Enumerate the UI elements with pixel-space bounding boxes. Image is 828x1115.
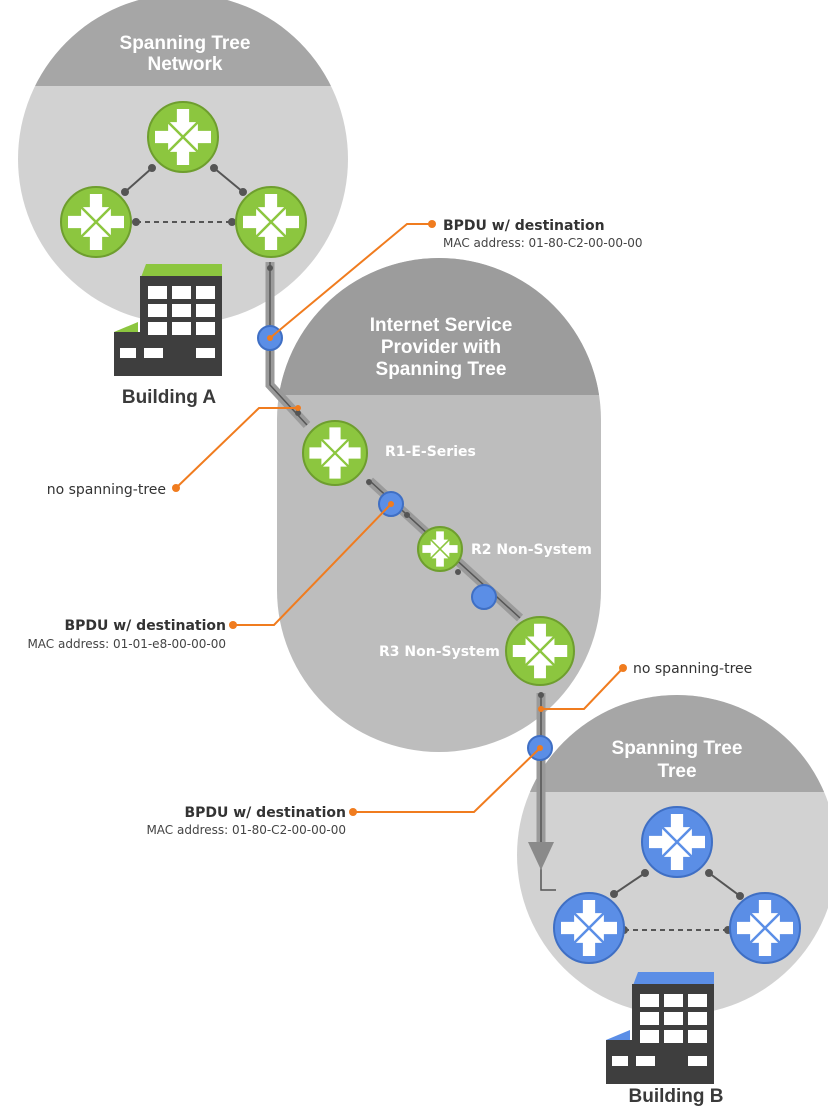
callout-bpdu-bottom-mac: MAC address: 01-80-C2-00-00-00 bbox=[146, 823, 346, 837]
callout-bpdu-mid-title: BPDU w/ destination bbox=[64, 618, 226, 634]
router-label-r3: R3 Non-System bbox=[379, 644, 500, 660]
building-icon bbox=[114, 264, 222, 376]
callout-bpdu-bottom-title: BPDU w/ destination bbox=[184, 805, 346, 821]
callout-line-bpdu-bottom bbox=[353, 747, 541, 813]
router-label-r2: R2 Non-System bbox=[471, 542, 592, 558]
router-icon bbox=[729, 892, 801, 964]
callout-no-stp-right: no spanning-tree bbox=[633, 661, 752, 677]
bpdu-packet-icon bbox=[471, 584, 497, 610]
link-line bbox=[213, 167, 244, 193]
region-title-line-2: Provider with bbox=[381, 337, 501, 358]
callout-bpdu-top-mac: MAC address: 01-80-C2-00-00-00 bbox=[443, 236, 643, 250]
router-icon bbox=[553, 892, 625, 964]
router-icon bbox=[302, 420, 368, 486]
router-icon bbox=[505, 616, 575, 686]
callout-dots bbox=[172, 220, 627, 816]
region-title-line-3: Spanning Tree bbox=[376, 359, 507, 380]
top-network-links bbox=[121, 164, 247, 226]
router-icon bbox=[60, 186, 132, 258]
link-line bbox=[124, 167, 153, 193]
callout-line-bpdu-top bbox=[269, 223, 432, 339]
region-title-line-2: Network bbox=[148, 54, 223, 75]
router-icon bbox=[641, 806, 713, 878]
link-line bbox=[708, 872, 741, 897]
link-line bbox=[613, 872, 646, 895]
router-label-r1: R1-E-Series bbox=[385, 444, 476, 460]
router-icon bbox=[235, 186, 307, 258]
region-title-line-1: Internet Service bbox=[370, 315, 513, 336]
region-title-line-1: Spanning Tree bbox=[120, 33, 251, 54]
router-icon bbox=[147, 101, 219, 173]
callout-leader-lines bbox=[175, 223, 624, 813]
router-icon bbox=[417, 526, 463, 572]
building-a-label: Building A bbox=[122, 387, 217, 408]
building-b-label: Building B bbox=[629, 1086, 724, 1107]
building-icon bbox=[606, 972, 714, 1084]
bottom-network-links bbox=[610, 869, 744, 934]
region-title-line-1: Spanning Tree bbox=[612, 738, 743, 759]
callout-bpdu-top-title: BPDU w/ destination bbox=[443, 218, 605, 234]
callout-no-stp-left: no spanning-tree bbox=[47, 482, 166, 498]
callout-bpdu-mid-mac: MAC address: 01-01-e8-00-00-00 bbox=[27, 637, 226, 651]
callout-line-no-stp-left bbox=[175, 407, 298, 489]
callout-line-bpdu-mid bbox=[233, 503, 392, 626]
callout-line-no-stp-right bbox=[541, 667, 624, 710]
region-title-line-2: Tree bbox=[657, 761, 696, 782]
